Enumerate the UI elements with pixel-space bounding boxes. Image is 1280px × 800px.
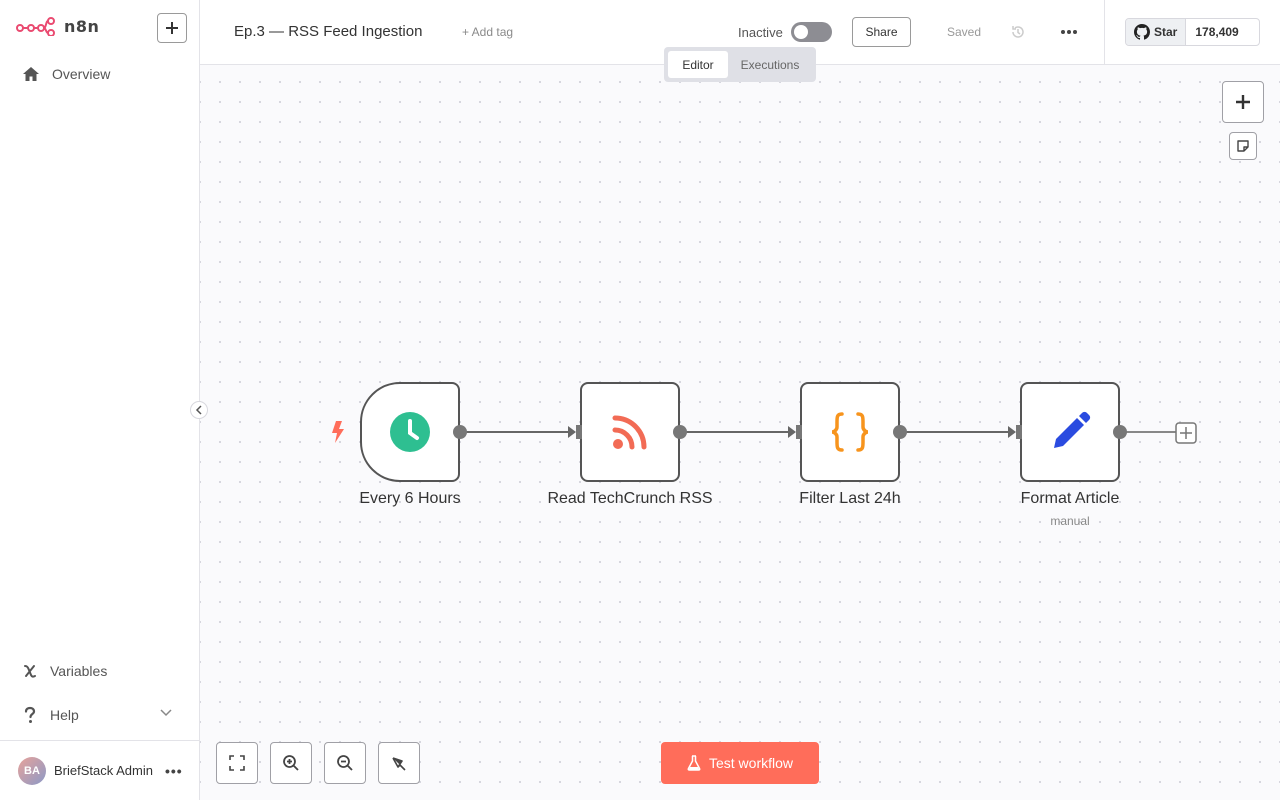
- chevron-left-icon: [195, 405, 202, 415]
- test-workflow-label: Test workflow: [708, 755, 794, 771]
- sidebar-item-label: Help: [50, 707, 79, 723]
- test-workflow-button[interactable]: Test workflow: [661, 742, 819, 784]
- view-tabs: Editor Executions: [664, 47, 816, 82]
- node-read-techcrunch-rss[interactable]: [580, 382, 680, 482]
- add-tag-button[interactable]: + Add tag: [462, 25, 514, 39]
- tab-executions[interactable]: Executions: [740, 57, 800, 72]
- sticky-note-icon: [1237, 140, 1249, 152]
- variables-icon: [24, 665, 36, 678]
- brand-name: n8n: [64, 16, 100, 36]
- node-label: Filter Last 24h: [799, 490, 901, 507]
- zoom-in-icon: [283, 755, 299, 771]
- share-button[interactable]: Share: [852, 17, 911, 47]
- code-braces-icon: [831, 412, 869, 452]
- help-icon: [24, 706, 36, 723]
- activation-status-label: Inactive: [738, 25, 783, 40]
- more-dots-icon[interactable]: •••: [165, 762, 183, 779]
- workflow-title[interactable]: Ep.3 — RSS Feed Ingestion: [234, 23, 423, 40]
- tidy-up-button[interactable]: [378, 742, 420, 784]
- github-star-count[interactable]: 178,409: [1195, 25, 1239, 39]
- github-icon: [1134, 24, 1150, 40]
- collapse-sidebar-button[interactable]: [190, 401, 208, 419]
- plus-icon: [166, 22, 178, 34]
- github-star-label: Star: [1154, 25, 1178, 39]
- zoom-out-button[interactable]: [324, 742, 366, 784]
- create-new-button[interactable]: [157, 13, 187, 43]
- sidebar-item-label: Variables: [50, 663, 108, 679]
- node-label: Format Article: [1020, 490, 1120, 507]
- fit-view-button[interactable]: [216, 742, 258, 784]
- broom-icon: [392, 757, 406, 771]
- github-star-button[interactable]: Star: [1126, 19, 1187, 45]
- node-filter-last-24h[interactable]: [800, 382, 900, 482]
- zoom-out-icon: [337, 755, 353, 771]
- zoom-in-button[interactable]: [270, 742, 312, 784]
- user-name: BriefStack Admin: [54, 763, 153, 778]
- node-label: Read TechCrunch RSS: [547, 490, 713, 507]
- fit-view-icon: [229, 755, 245, 771]
- n8n-logo[interactable]: n8n: [16, 16, 99, 36]
- more-horizontal-icon[interactable]: [1060, 24, 1078, 40]
- toggle-knob: [794, 25, 808, 39]
- flask-icon: [687, 755, 701, 771]
- add-sticky-note-button[interactable]: [1229, 132, 1257, 160]
- header-divider: [1104, 0, 1105, 65]
- rss-icon: [612, 415, 647, 450]
- sidebar-item-overview[interactable]: Overview: [22, 66, 110, 82]
- github-star-widget[interactable]: Star 178,409: [1125, 18, 1260, 46]
- home-icon: [23, 67, 39, 81]
- plus-icon: [1236, 95, 1250, 109]
- sidebar-item-help[interactable]: Help: [22, 706, 172, 724]
- history-icon[interactable]: [1010, 24, 1026, 40]
- node-label: Every 6 Hours: [359, 490, 461, 507]
- saved-status: Saved: [947, 25, 982, 39]
- avatar: BA: [18, 756, 46, 785]
- n8n-logo-icon: [16, 17, 55, 36]
- sidebar-item-label: Overview: [52, 66, 111, 82]
- sidebar: n8n Overview Variables Help BA BriefStac…: [0, 0, 200, 800]
- pencil-icon: [1054, 411, 1091, 448]
- activation-toggle[interactable]: [791, 22, 832, 42]
- tab-editor[interactable]: Editor: [668, 51, 728, 78]
- sidebar-item-variables[interactable]: Variables: [22, 663, 107, 679]
- add-node-button[interactable]: [1222, 81, 1264, 123]
- node-subtitle: manual: [1050, 514, 1090, 528]
- user-menu[interactable]: BA BriefStack Admin •••: [0, 740, 200, 800]
- node-every-6-hours[interactable]: [360, 382, 460, 482]
- chevron-down-icon[interactable]: [160, 709, 172, 717]
- node-format-article[interactable]: [1020, 382, 1120, 482]
- clock-icon: [390, 412, 430, 452]
